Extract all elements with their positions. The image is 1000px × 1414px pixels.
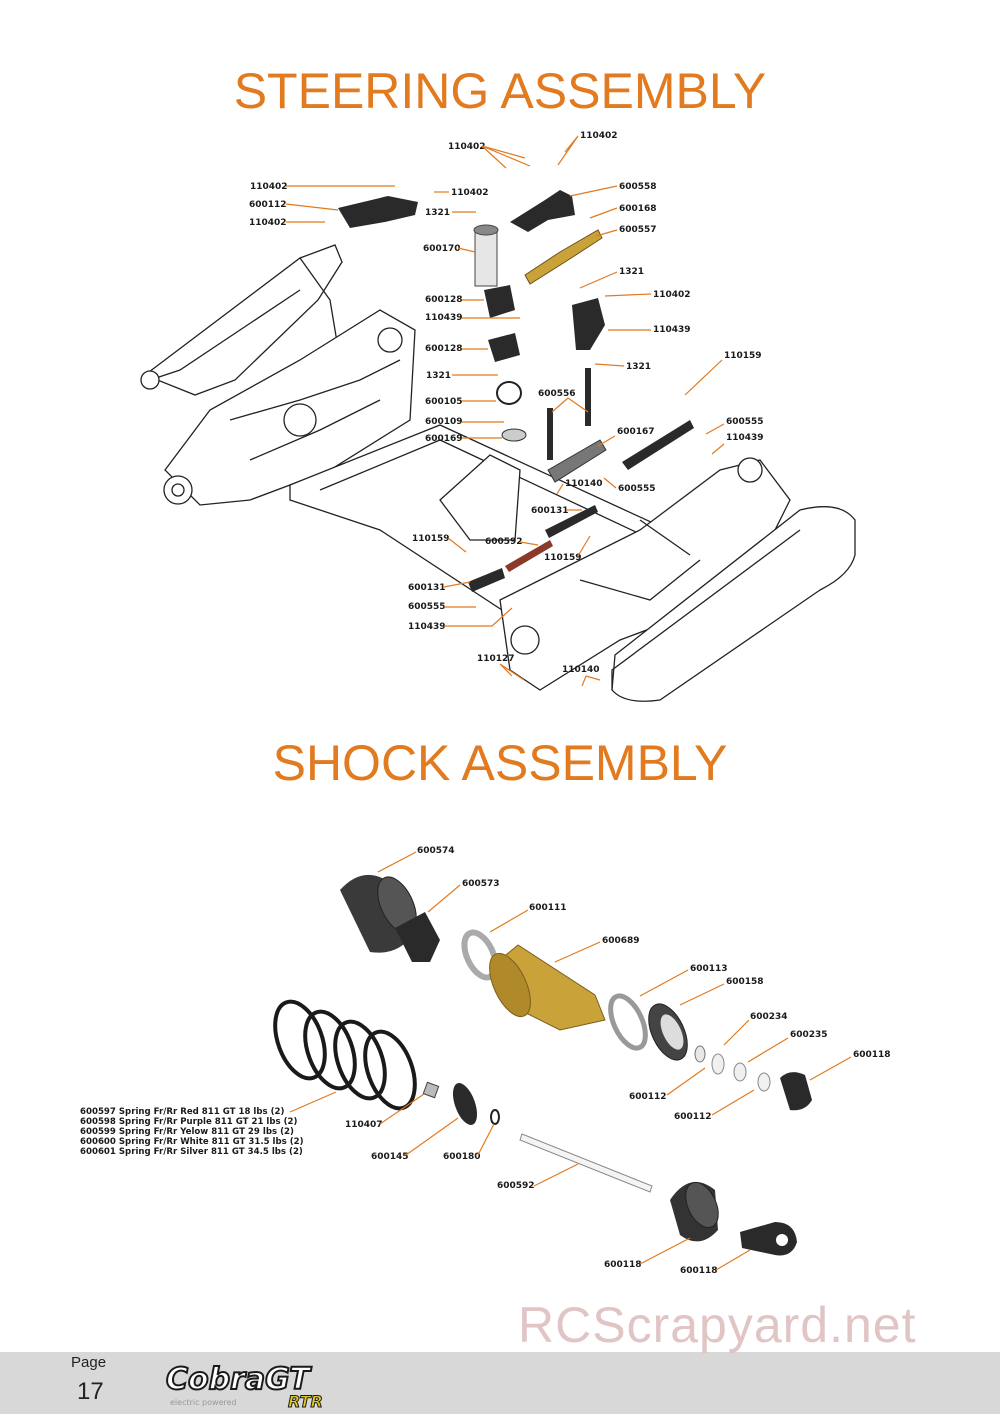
svg-text:CobraGT: CobraGT	[166, 1362, 312, 1397]
page-number: 17	[77, 1378, 104, 1405]
svg-text:600170: 600170	[423, 244, 461, 254]
svg-text:1321: 1321	[425, 208, 450, 218]
svg-text:600235: 600235	[790, 1030, 828, 1040]
shock-assembly-title: SHOCK ASSEMBLY	[272, 735, 728, 791]
svg-text:600113: 600113	[690, 964, 728, 974]
watermark: RCScrapyard.net	[518, 1297, 917, 1353]
svg-text:600558: 600558	[619, 182, 657, 192]
svg-text:600168: 600168	[619, 204, 657, 214]
svg-text:600105: 600105	[425, 397, 463, 407]
svg-text:110402: 110402	[249, 218, 287, 228]
svg-text:110402: 110402	[653, 290, 691, 300]
svg-text:600118: 600118	[853, 1050, 891, 1060]
svg-text:600128: 600128	[425, 344, 463, 354]
svg-text:600109: 600109	[425, 417, 463, 427]
svg-text:600131: 600131	[531, 506, 569, 516]
svg-text:600234: 600234	[750, 1012, 788, 1022]
svg-text:RTR: RTR	[288, 1392, 323, 1411]
svg-text:110159: 110159	[724, 351, 762, 361]
svg-text:600112: 600112	[674, 1112, 712, 1122]
svg-text:110402: 110402	[448, 142, 486, 152]
svg-text:600555: 600555	[618, 484, 656, 494]
svg-text:110439: 110439	[726, 433, 764, 443]
spring-item: 600597 Spring Fr/Rr Red 811 GT 18 lbs (2…	[80, 1107, 285, 1117]
svg-text:600167: 600167	[617, 427, 655, 437]
shock-labels: 600574 600573 600111 600689 600113 60015…	[289, 846, 891, 1276]
svg-text:600112: 600112	[629, 1092, 667, 1102]
svg-text:110127: 110127	[477, 654, 515, 664]
shock-parts	[273, 874, 812, 1256]
spring-item: 600599 Spring Fr/Rr Yelow 811 GT 29 lbs …	[80, 1127, 294, 1137]
svg-text:110439: 110439	[653, 325, 691, 335]
cobra-gt-logo: CobraGT RTR electric powered	[165, 1361, 323, 1411]
footer-bar	[0, 1352, 1000, 1414]
svg-text:110439: 110439	[425, 313, 463, 323]
page-label: Page	[71, 1354, 107, 1371]
svg-text:electric powered: electric powered	[170, 1398, 237, 1407]
svg-text:600592: 600592	[485, 537, 523, 547]
svg-text:1321: 1321	[619, 267, 644, 277]
svg-text:600112: 600112	[249, 200, 287, 210]
spring-item: 600598 Spring Fr/Rr Purple 811 GT 21 lbs…	[80, 1117, 298, 1127]
svg-text:600111: 600111	[529, 903, 567, 913]
svg-text:600689: 600689	[602, 936, 640, 946]
svg-text:600555: 600555	[408, 602, 446, 612]
chassis-drawing	[140, 244, 856, 702]
svg-text:600131: 600131	[408, 583, 446, 593]
svg-text:600128: 600128	[425, 295, 463, 305]
svg-text:110402: 110402	[580, 131, 618, 141]
svg-text:110402: 110402	[250, 182, 288, 192]
spring-list: 600597 Spring Fr/Rr Red 811 GT 18 lbs (2…	[80, 1107, 304, 1157]
svg-text:600592: 600592	[497, 1181, 535, 1191]
svg-text:110159: 110159	[544, 553, 582, 563]
svg-text:1321: 1321	[626, 362, 651, 372]
svg-text:600118: 600118	[680, 1266, 718, 1276]
svg-text:600555: 600555	[726, 417, 764, 427]
svg-text:600169: 600169	[425, 434, 463, 444]
steering-labels: 110402 110402 110402 110402 600112 11040…	[249, 131, 764, 687]
svg-text:600118: 600118	[604, 1260, 642, 1270]
steering-assembly-title: STEERING ASSEMBLY	[233, 63, 767, 119]
steering-parts	[338, 190, 694, 592]
svg-text:110407: 110407	[345, 1120, 383, 1130]
svg-text:600180: 600180	[443, 1152, 481, 1162]
svg-text:110140: 110140	[562, 665, 600, 675]
spring-item: 600600 Spring Fr/Rr White 811 GT 31.5 lb…	[80, 1137, 304, 1147]
svg-text:110439: 110439	[408, 622, 446, 632]
spring-item: 600601 Spring Fr/Rr Silver 811 GT 34.5 l…	[80, 1147, 303, 1157]
svg-text:1321: 1321	[426, 371, 451, 381]
svg-text:600557: 600557	[619, 225, 657, 235]
svg-text:110402: 110402	[451, 188, 489, 198]
svg-text:110159: 110159	[412, 534, 450, 544]
svg-text:600573: 600573	[462, 879, 500, 889]
svg-text:600158: 600158	[726, 977, 764, 987]
svg-text:110140: 110140	[565, 479, 603, 489]
svg-text:600556: 600556	[538, 389, 576, 399]
svg-text:600574: 600574	[417, 846, 455, 856]
svg-text:600145: 600145	[371, 1152, 409, 1162]
